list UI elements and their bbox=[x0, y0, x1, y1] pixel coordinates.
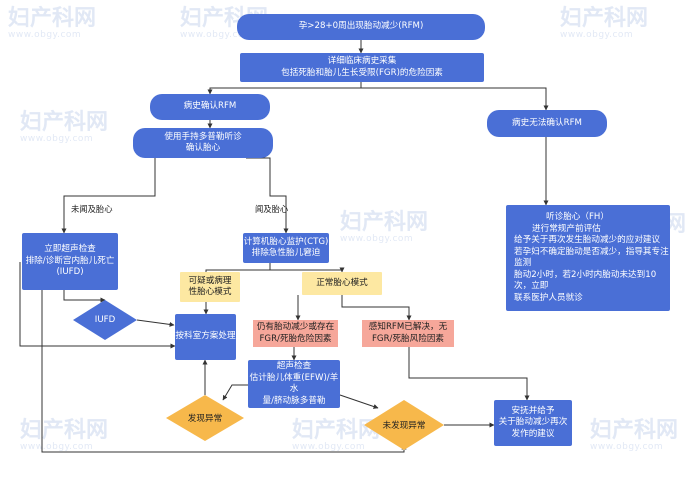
arrange-node: 安抚并给予关于胎动减少再次发作的建议 bbox=[494, 400, 572, 446]
diamond-iufd bbox=[73, 300, 137, 340]
arrow-history-to-not-confirmed bbox=[361, 87, 549, 111]
arrow-iufd-to-dept bbox=[136, 319, 175, 327]
doppler-node: 使用手持多普勒听诊确认胎心 bbox=[133, 128, 273, 158]
ultrasound-check-node: 超声检查估计胎儿体重(EFW)/羊水量/脐动脉多普勒 bbox=[248, 360, 340, 408]
abnormal-diamond-label: 发现异常 bbox=[187, 414, 223, 424]
confirmed-node: 病史确认RFM bbox=[150, 94, 270, 120]
auscultation-node: 听诊胎心（FH） 进行常规产前评估 给予关于再次发生胎动减少的应对建议 若孕妇不… bbox=[506, 205, 670, 311]
arrow-risk-resolved-to-arrange bbox=[408, 347, 530, 401]
label-no-fh: 未闻及胎心 bbox=[71, 204, 113, 214]
arrow-doppler-to-ultrasound bbox=[61, 158, 156, 234]
diamond-no-abnormal bbox=[364, 400, 444, 450]
iufd-diamond-label: IUFD bbox=[94, 315, 116, 325]
arrow-ultrasound-to-no-abnormal bbox=[339, 394, 379, 409]
arrow-ultrasound-bypass bbox=[19, 262, 176, 349]
history-node: 详细临床病史采集包括死胎和胎儿生长受限(FGR)的危险因素 bbox=[240, 53, 484, 82]
arrow-doppler-to-ctg bbox=[246, 157, 289, 234]
ctg-node: 计算机胎心监护(CTG)排除急性胎儿窘迫 bbox=[243, 233, 329, 263]
arrow-ultrasound-to-iufd bbox=[63, 290, 106, 303]
diamond-abnormal bbox=[166, 395, 244, 441]
suspicious-node: 可疑或病理性胎心模式 bbox=[180, 272, 240, 302]
dept-plan-node: 按科室方案处理 bbox=[175, 314, 236, 360]
no-abnormal-diamond-label: 未发现异常 bbox=[382, 421, 426, 431]
ultrasound-iufd-node: 立即超声检查排除/诊断宫内胎儿死亡(IUFD) bbox=[22, 233, 118, 290]
arrow-ctg-to-normal bbox=[270, 267, 345, 273]
label-fh-heard: 闻及胎心 bbox=[255, 204, 289, 214]
start-node: 孕>28+0周出现胎动减少(RFM) bbox=[237, 14, 485, 40]
arrow-history-to-confirmed bbox=[207, 82, 362, 95]
arrow-normal-to-risk-resolved bbox=[341, 295, 412, 321]
normal-node: 正常胎心模式 bbox=[302, 272, 382, 295]
not-confirmed-node: 病史无法确认RFM bbox=[487, 110, 607, 137]
